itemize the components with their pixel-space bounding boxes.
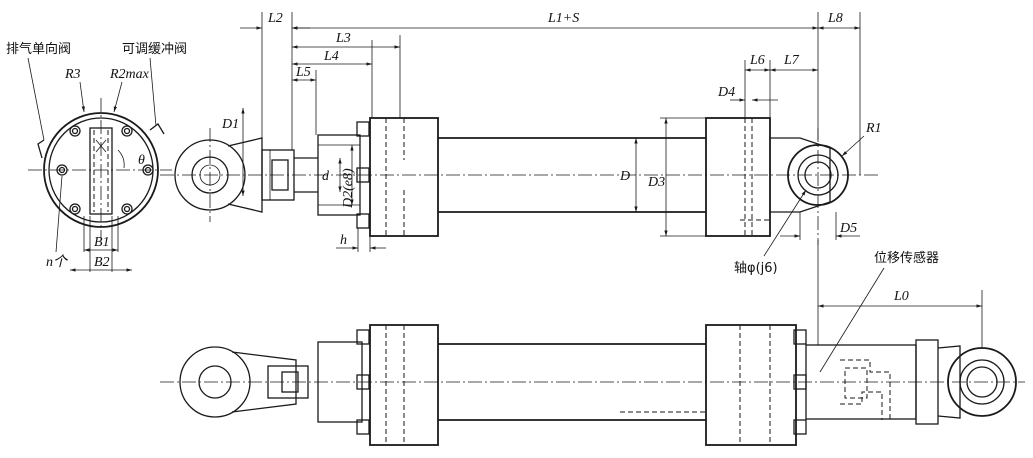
l8-label: L8 xyxy=(827,11,843,26)
h-label: h xyxy=(340,233,347,248)
bottom-rod-eye xyxy=(179,346,251,418)
n-count-label: n个 xyxy=(46,254,69,270)
cushion-valve-mark xyxy=(149,123,165,135)
b2-label: B2 xyxy=(94,255,110,270)
adjustable-cushion-valve-label: 可调缓冲阀 xyxy=(122,42,187,57)
r3-label: R3 xyxy=(64,67,81,82)
r2max-label: R2max xyxy=(109,67,150,82)
l0-label: L0 xyxy=(893,289,909,304)
l6-label: L6 xyxy=(749,53,765,68)
r1-label: R1 xyxy=(865,121,882,136)
top-side-view: L2 L1+S L8 L3 L4 L5 D1 d D2(e8) h D xyxy=(160,11,882,276)
d1-label: D1 xyxy=(221,117,239,132)
l5-label: L5 xyxy=(295,65,311,80)
d3-label: D3 xyxy=(647,175,665,190)
b1-label: B1 xyxy=(94,235,110,250)
l2-label: L2 xyxy=(267,11,283,26)
d5-label: D5 xyxy=(839,221,857,236)
theta-label: θ xyxy=(138,153,145,168)
l1-s-label: L1+S xyxy=(547,11,579,26)
bottom-rear-flange xyxy=(705,324,797,446)
end-view-boss xyxy=(89,127,113,215)
displacement-sensor-label: 位移传感器 xyxy=(874,250,939,266)
exhaust-valve-mark xyxy=(37,139,45,159)
guide-sleeve xyxy=(317,134,361,216)
rear-eye-body xyxy=(770,137,831,213)
bore-d-label: D xyxy=(619,169,630,184)
lock-nut xyxy=(261,149,295,201)
end-view-bolts xyxy=(56,125,154,215)
end-view: θ R3 R2max 排气单向阀 可调缓冲阀 n个 B1 B2 xyxy=(6,41,187,272)
d4-label: D4 xyxy=(717,85,735,100)
l4-label: L4 xyxy=(323,49,339,64)
l3-label: L3 xyxy=(335,31,351,46)
l7-label: L7 xyxy=(783,53,800,68)
rear-flange xyxy=(705,117,771,237)
shaft-j6-label: 轴φ(j6) xyxy=(734,261,778,276)
d2-e8-label: D2(e8) xyxy=(341,168,356,209)
rod-d-label: d xyxy=(322,169,330,184)
exhaust-check-valve-label: 排气单向阀 xyxy=(6,41,71,57)
bottom-side-view: L0 位移传感器 xyxy=(160,240,1025,446)
